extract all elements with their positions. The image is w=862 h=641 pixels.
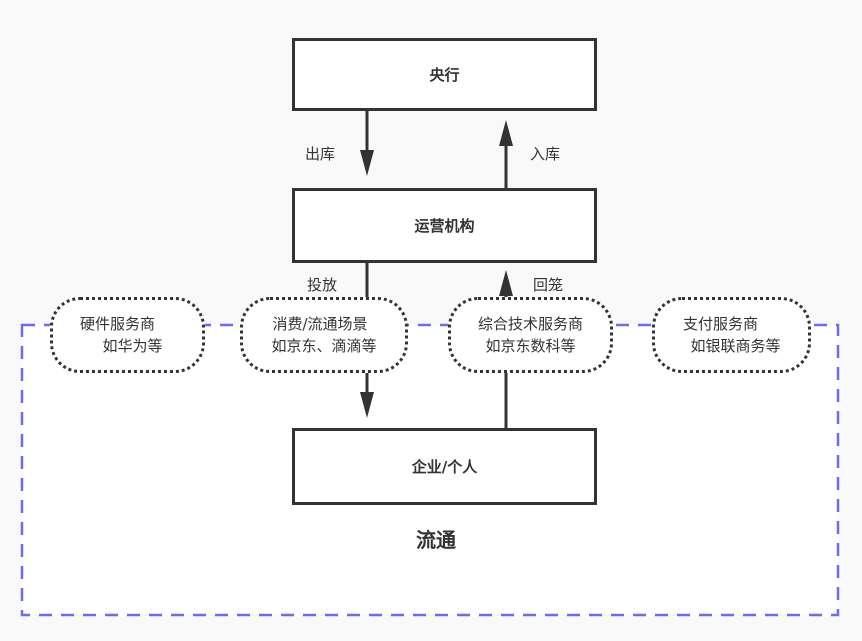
edge-label-return-in: 入库 [530, 145, 561, 163]
node-central-bank: 央行 [292, 38, 597, 111]
participant-tech-provider-title: 综合技术服务商 [477, 315, 583, 333]
participant-consumption-scene-example: 如京东、滴滴等 [271, 337, 377, 355]
circulation-region-label: 流通 [416, 528, 456, 552]
arrowhead-recall [499, 270, 513, 296]
participant-consumption-scene: 消费/流通场景 如京东、滴滴等 [240, 297, 408, 373]
arrowhead-release [360, 392, 374, 418]
participant-consumption-scene-title: 消费/流通场景 [272, 315, 368, 333]
participant-payment-provider-title: 支付服务商 [682, 315, 758, 333]
participant-tech-provider-example: 如京东数科等 [485, 337, 576, 355]
arrowhead-return-in [499, 120, 513, 146]
arrowhead-issue-out [360, 150, 374, 176]
node-end-user-label: 企业/个人 [411, 458, 478, 476]
participant-hardware-provider-title: 硬件服务商 [79, 315, 155, 333]
participant-hardware-provider-example: 如华为等 [102, 337, 163, 355]
edge-label-recall: 回笼 [533, 276, 564, 294]
circulation-region-border [20, 323, 840, 617]
participant-tech-provider: 综合技术服务商 如京东数科等 [448, 297, 613, 373]
edge-label-issue-out: 出库 [305, 145, 336, 163]
participant-payment-provider: 支付服务商 如银联商务等 [652, 297, 811, 373]
edge-label-release: 投放 [307, 276, 338, 294]
participant-hardware-provider: 硬件服务商 如华为等 [50, 297, 205, 373]
node-operator: 运营机构 [292, 188, 597, 263]
node-end-user: 企业/个人 [292, 428, 597, 505]
node-operator-label: 运营机构 [414, 217, 475, 235]
participant-payment-provider-example: 如银联商务等 [690, 337, 781, 355]
node-central-bank-label: 央行 [429, 66, 460, 84]
